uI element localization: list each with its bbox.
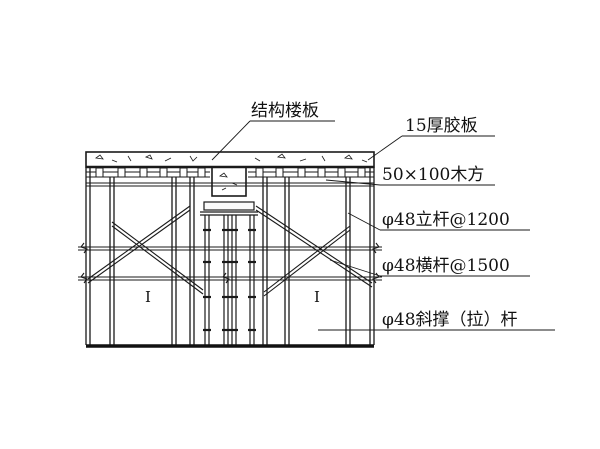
leader-lines — [211, 120, 555, 331]
timber-joists — [86, 171, 374, 178]
structural-slab — [85, 151, 375, 169]
joist-block — [117, 167, 126, 178]
label-diagonal-brace: φ48斜撑（拉）杆 — [382, 310, 518, 330]
joist-block — [139, 167, 148, 178]
joist-block — [159, 167, 168, 178]
joist-block — [255, 167, 264, 178]
joist-block — [337, 167, 346, 178]
beam-support-tower — [200, 201, 258, 345]
concrete-beam — [211, 166, 247, 197]
label-vertical-pole: φ48立杆@1200 — [382, 210, 510, 230]
label-plywood: 15厚胶板 — [405, 116, 478, 136]
vertical-poles — [85, 167, 375, 345]
joist-block — [317, 167, 326, 178]
joist-block — [275, 167, 284, 178]
tower-rungs — [203, 228, 256, 332]
joist-blocks — [95, 167, 366, 178]
zone-mark-left: I — [145, 288, 151, 306]
label-structural-slab: 结构楼板 — [251, 101, 319, 121]
label-horizontal-bar: φ48横杆@1500 — [382, 256, 510, 276]
joist-block — [179, 167, 188, 178]
joist-block — [95, 167, 104, 178]
label-timber-joist: 50×100木方 — [382, 165, 484, 185]
joist-block — [197, 167, 206, 178]
horizontal-bars — [78, 182, 382, 284]
zone-mark-right: I — [314, 288, 320, 306]
joist-block — [357, 167, 366, 178]
joist-block — [297, 167, 306, 178]
diagonal-braces — [87, 205, 373, 297]
